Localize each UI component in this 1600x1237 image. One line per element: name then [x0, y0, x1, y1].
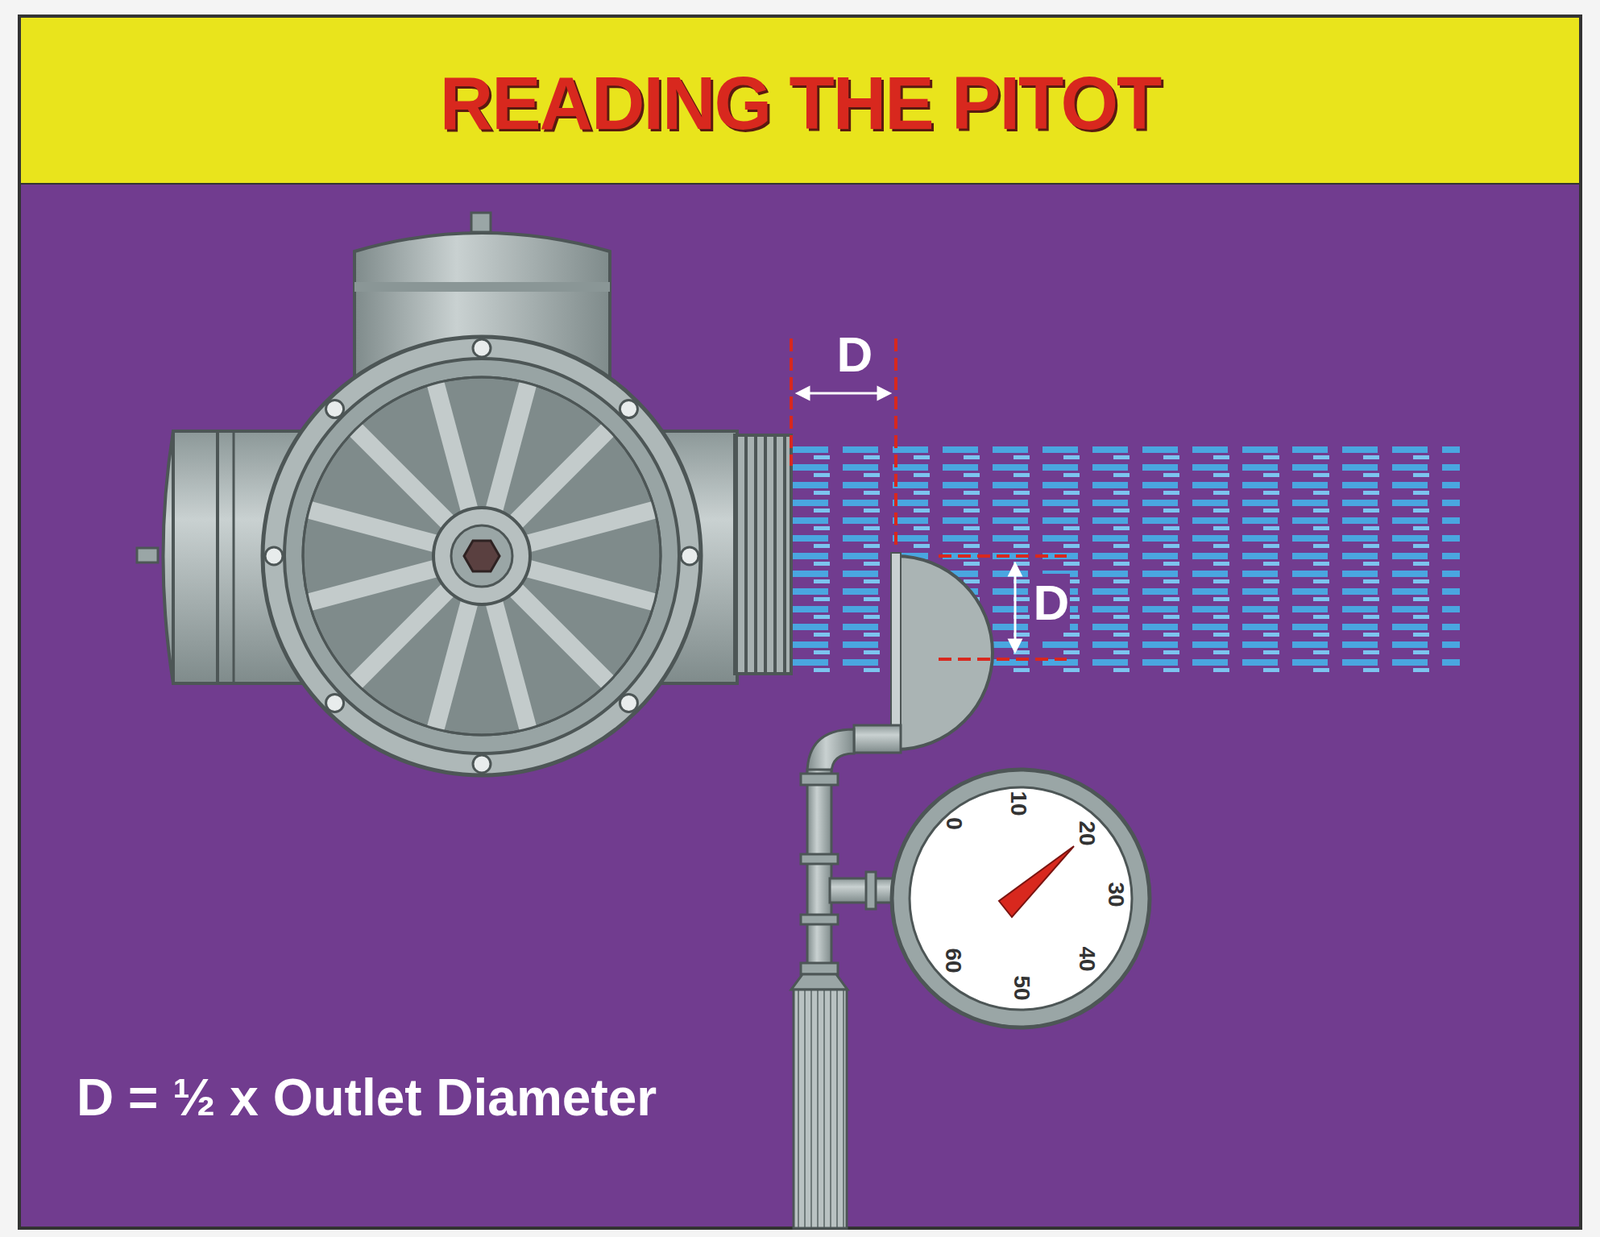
gauge-number: 40: [1075, 945, 1099, 971]
gauge-number: 20: [1075, 820, 1099, 846]
gauge-number: 50: [1010, 974, 1033, 1000]
dimension-label: D: [1033, 577, 1070, 628]
gauge-number: 30: [1104, 881, 1128, 907]
gauge-number: 0: [942, 816, 966, 830]
gauge-number: 60: [941, 947, 965, 973]
title-text: READING THE PITOT: [439, 61, 1161, 146]
dimension-label: D: [837, 329, 874, 380]
formula-note: D = ½ x Outlet Diameter: [76, 1071, 657, 1124]
gauge-number: 10: [1007, 790, 1030, 816]
